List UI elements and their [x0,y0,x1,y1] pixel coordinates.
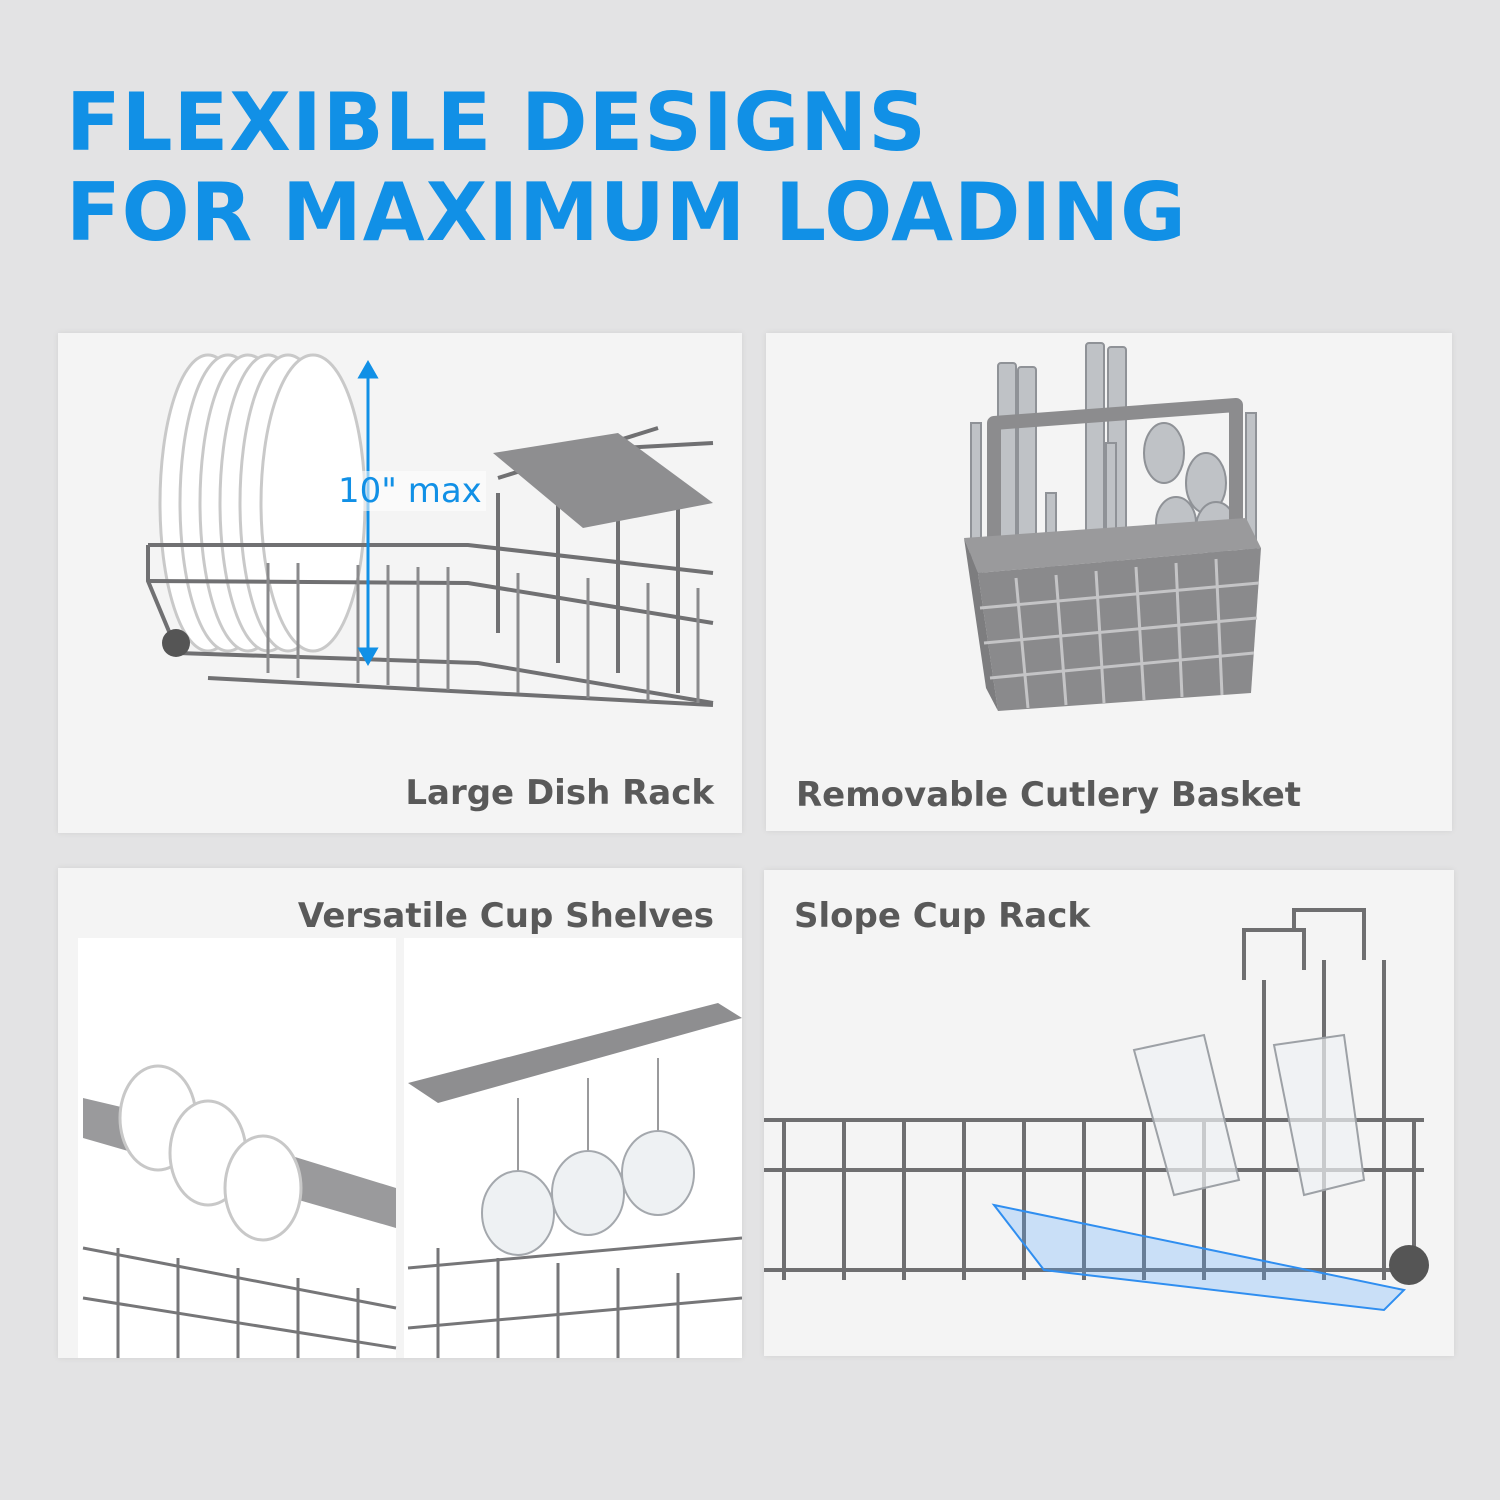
slope-rack-illustration [764,908,1429,1312]
right-inset [404,938,742,1358]
max-height-label: 10" max [334,471,486,511]
dish-rack-wires [146,426,714,707]
panel-cup-shelves: Versatile Cup Shelves [58,868,742,1358]
caption-large-dish-rack: Large Dish Rack [405,773,714,813]
rack-wheel [1389,1245,1429,1285]
folding-shelf [493,433,713,528]
wine-glasses [481,1130,695,1256]
basket-grid [979,558,1260,709]
panel-slope-cup-rack: Slope Cup Rack [764,870,1454,1356]
height-arrow [357,359,379,667]
rack-tines [266,563,700,703]
slope-rack-wires [764,908,1424,1280]
caption-slope-cup-rack: Slope Cup Rack [794,896,1090,936]
panel-cutlery-basket: Removable Cutlery Basket [766,333,1452,831]
slope-highlight [991,1203,1407,1312]
panel-large-dish-rack: 10" max Large Dish Rack [58,333,742,833]
headline-line-2: FOR MAXIMUM LOADING [66,166,1187,259]
basket-handle [987,398,1243,538]
plates-stack [158,353,367,653]
headline-line-1: FLEXIBLE DESIGNS [66,76,927,169]
caption-cup-shelves: Versatile Cup Shelves [297,896,714,936]
stemware-shelf [408,1003,742,1103]
caption-cutlery-basket: Removable Cutlery Basket [796,775,1302,815]
dish-rack-illustration [146,353,714,707]
cup-shelves-illustration [78,938,742,1358]
basket-body [964,518,1261,711]
cups [118,1064,303,1242]
headline: FLEXIBLE DESIGNS FOR MAXIMUM LOADING [66,78,1187,258]
drinking-glasses [1132,1033,1366,1197]
rack-wheel [162,629,190,657]
left-rack-wires [82,1246,397,1358]
wine-glass-stems [517,1058,659,1178]
right-rack-wires [407,1236,742,1358]
cutlery-basket-illustration [964,342,1261,711]
